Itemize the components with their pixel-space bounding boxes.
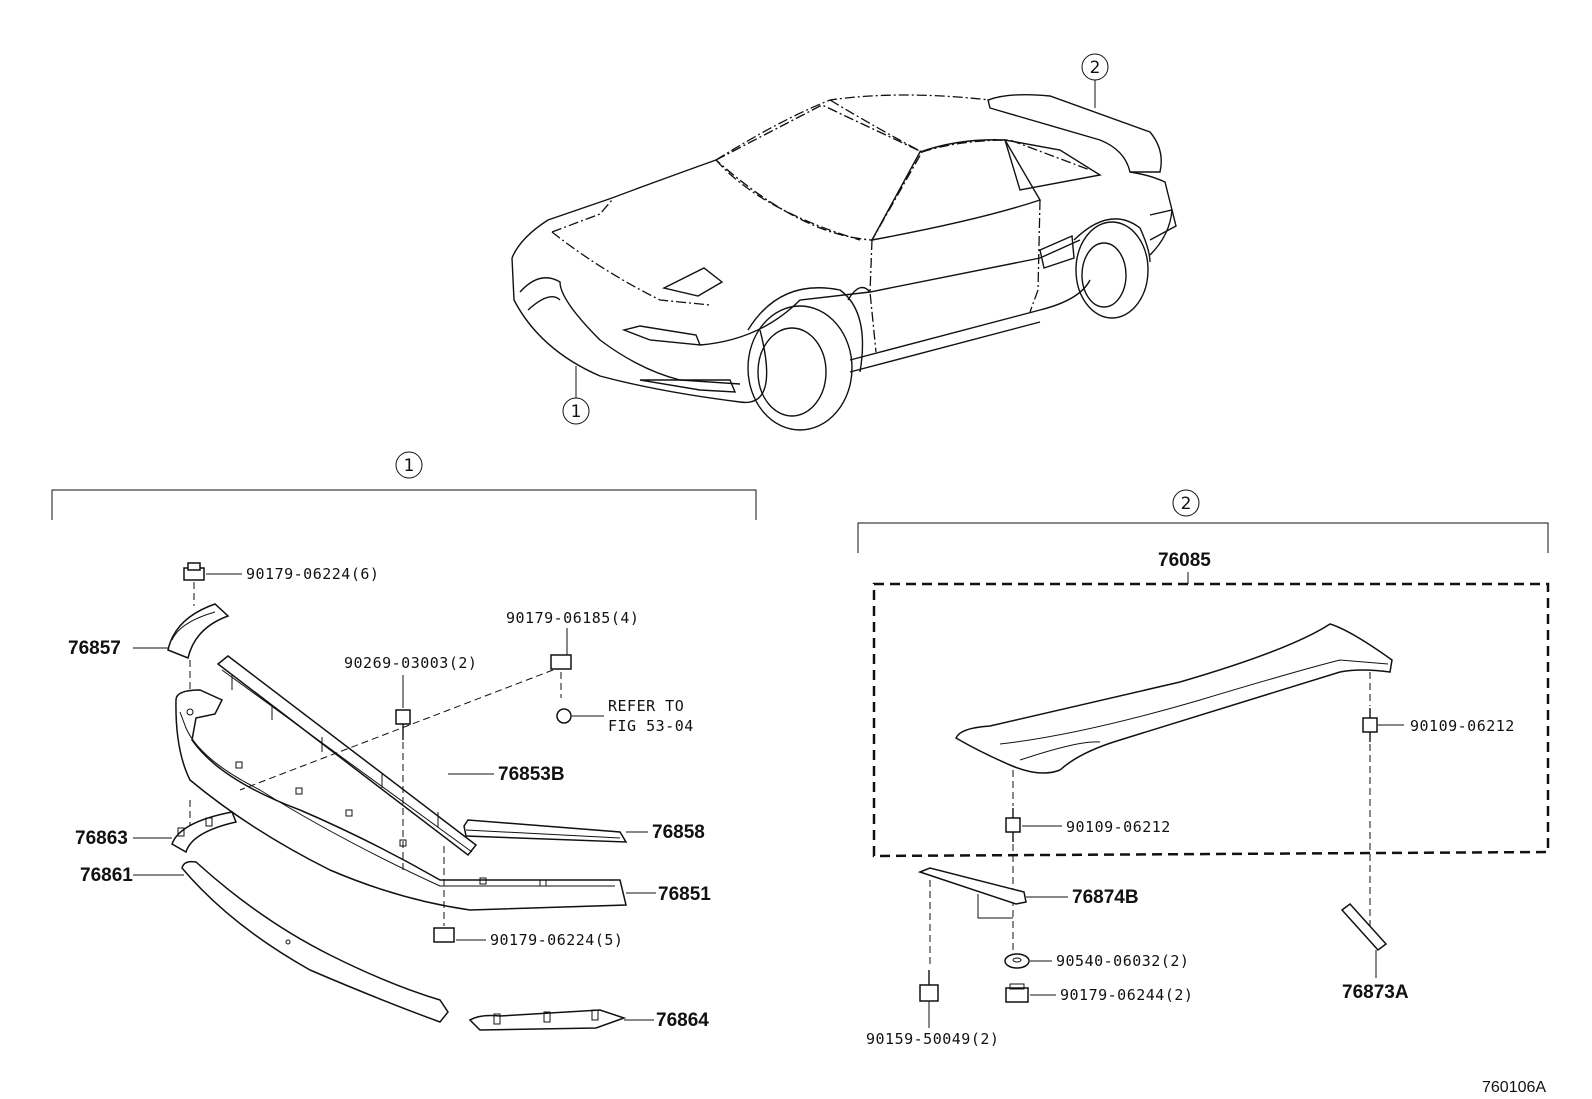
group1-callout: 1 bbox=[395, 451, 423, 479]
label-90269-03003-2: 90269-03003(2) bbox=[344, 654, 477, 672]
label-76085: 76085 bbox=[1158, 550, 1211, 571]
group2-leaders bbox=[1022, 724, 1404, 996]
callout-2-car-label: 2 bbox=[1090, 58, 1101, 78]
callout-1-car-label: 1 bbox=[571, 402, 582, 422]
label-fig-53-04: FIG 53-04 bbox=[608, 717, 694, 735]
car-illustration bbox=[511, 80, 1177, 431]
group1-parts-drawing bbox=[167, 562, 628, 1031]
group1-callout-label: 1 bbox=[404, 456, 415, 476]
diagram-id: 760106A bbox=[1482, 1079, 1546, 1096]
group2-callout: 2 bbox=[1172, 489, 1200, 517]
group1-leaders bbox=[133, 573, 656, 1021]
group2-callout-label: 2 bbox=[1181, 494, 1192, 514]
label-90109-06212-left: 90109-06212 bbox=[1066, 818, 1171, 836]
label-76861: 76861 bbox=[80, 865, 133, 886]
callout-1-car: 1 bbox=[562, 397, 590, 425]
label-76851: 76851 bbox=[658, 884, 711, 905]
label-76873A: 76873A bbox=[1342, 982, 1409, 1003]
group2-parts-drawing bbox=[917, 623, 1393, 1028]
label-90540-06032-2: 90540-06032(2) bbox=[1056, 952, 1189, 970]
label-90179-06224-6: 90179-06224(6) bbox=[246, 565, 379, 583]
label-90159-50049-2: 90159-50049(2) bbox=[866, 1030, 999, 1048]
group2-bracket bbox=[857, 522, 1549, 553]
callout-2-car: 2 bbox=[1081, 53, 1109, 81]
label-90109-06212-right: 90109-06212 bbox=[1410, 717, 1515, 735]
group1-bracket bbox=[51, 489, 757, 520]
label-76874B: 76874B bbox=[1072, 887, 1139, 908]
label-76858: 76858 bbox=[652, 822, 705, 843]
assembly-box bbox=[872, 582, 1550, 858]
label-refer-to: REFER TO bbox=[608, 697, 684, 715]
label-76863: 76863 bbox=[75, 828, 128, 849]
label-90179-06224-5: 90179-06224(5) bbox=[490, 931, 623, 949]
label-90179-06185-4: 90179-06185(4) bbox=[506, 609, 639, 627]
label-76853B: 76853B bbox=[498, 764, 565, 785]
label-90179-06244-2: 90179-06244(2) bbox=[1060, 986, 1193, 1004]
label-76864: 76864 bbox=[656, 1010, 709, 1031]
label-76857: 76857 bbox=[68, 638, 121, 659]
